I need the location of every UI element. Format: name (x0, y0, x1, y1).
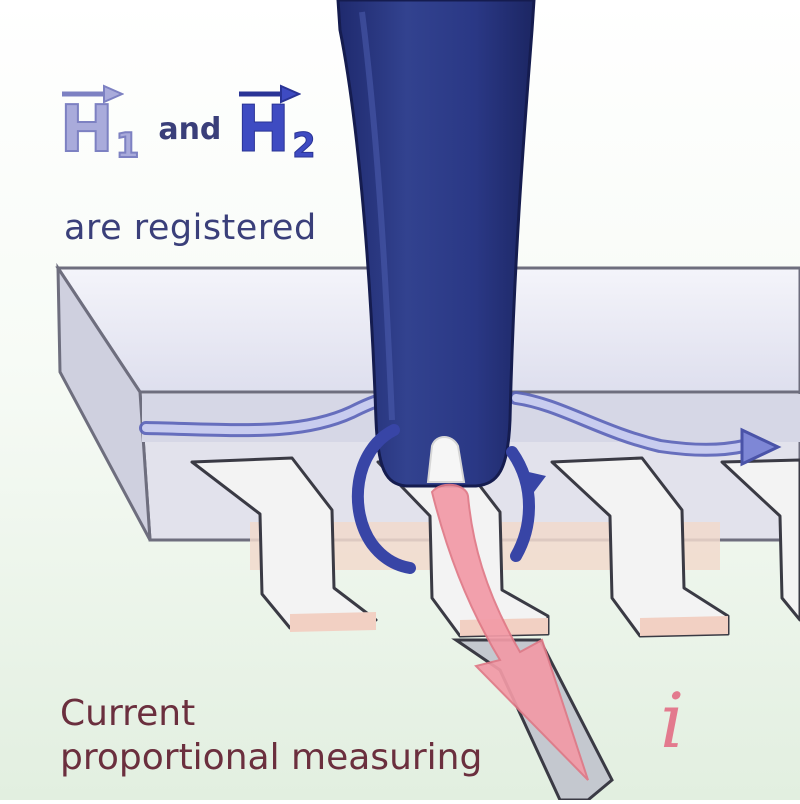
h2-vector: H2 (236, 84, 317, 178)
current-caption: Current proportional measuring (60, 692, 482, 780)
sensor-probe (336, 0, 536, 488)
loop-arrowhead (520, 470, 546, 500)
h2-vector-arrow-icon (238, 84, 301, 104)
h1-vector-arrow-icon (62, 84, 124, 104)
h2-letter: H (236, 93, 291, 167)
h1-vector: H1 (59, 84, 141, 178)
current-arrow (430, 483, 589, 781)
probe-tip (426, 436, 466, 483)
h1-letter: H (59, 93, 115, 167)
current-caption-line1: Current (60, 693, 196, 734)
and-word: and (158, 112, 222, 147)
current-symbol: i (660, 676, 685, 765)
current-caption-line2: proportional measuring (60, 737, 483, 778)
field-title: H1 and H2 (59, 84, 317, 178)
pin (720, 458, 800, 622)
circular-field-loop (351, 424, 546, 574)
h1-subscript: 1 (115, 125, 141, 167)
field-arrowhead (740, 427, 782, 467)
registered-caption: are registered (64, 208, 317, 248)
chip-pins (190, 456, 800, 638)
h2-subscript: 2 (292, 126, 317, 167)
